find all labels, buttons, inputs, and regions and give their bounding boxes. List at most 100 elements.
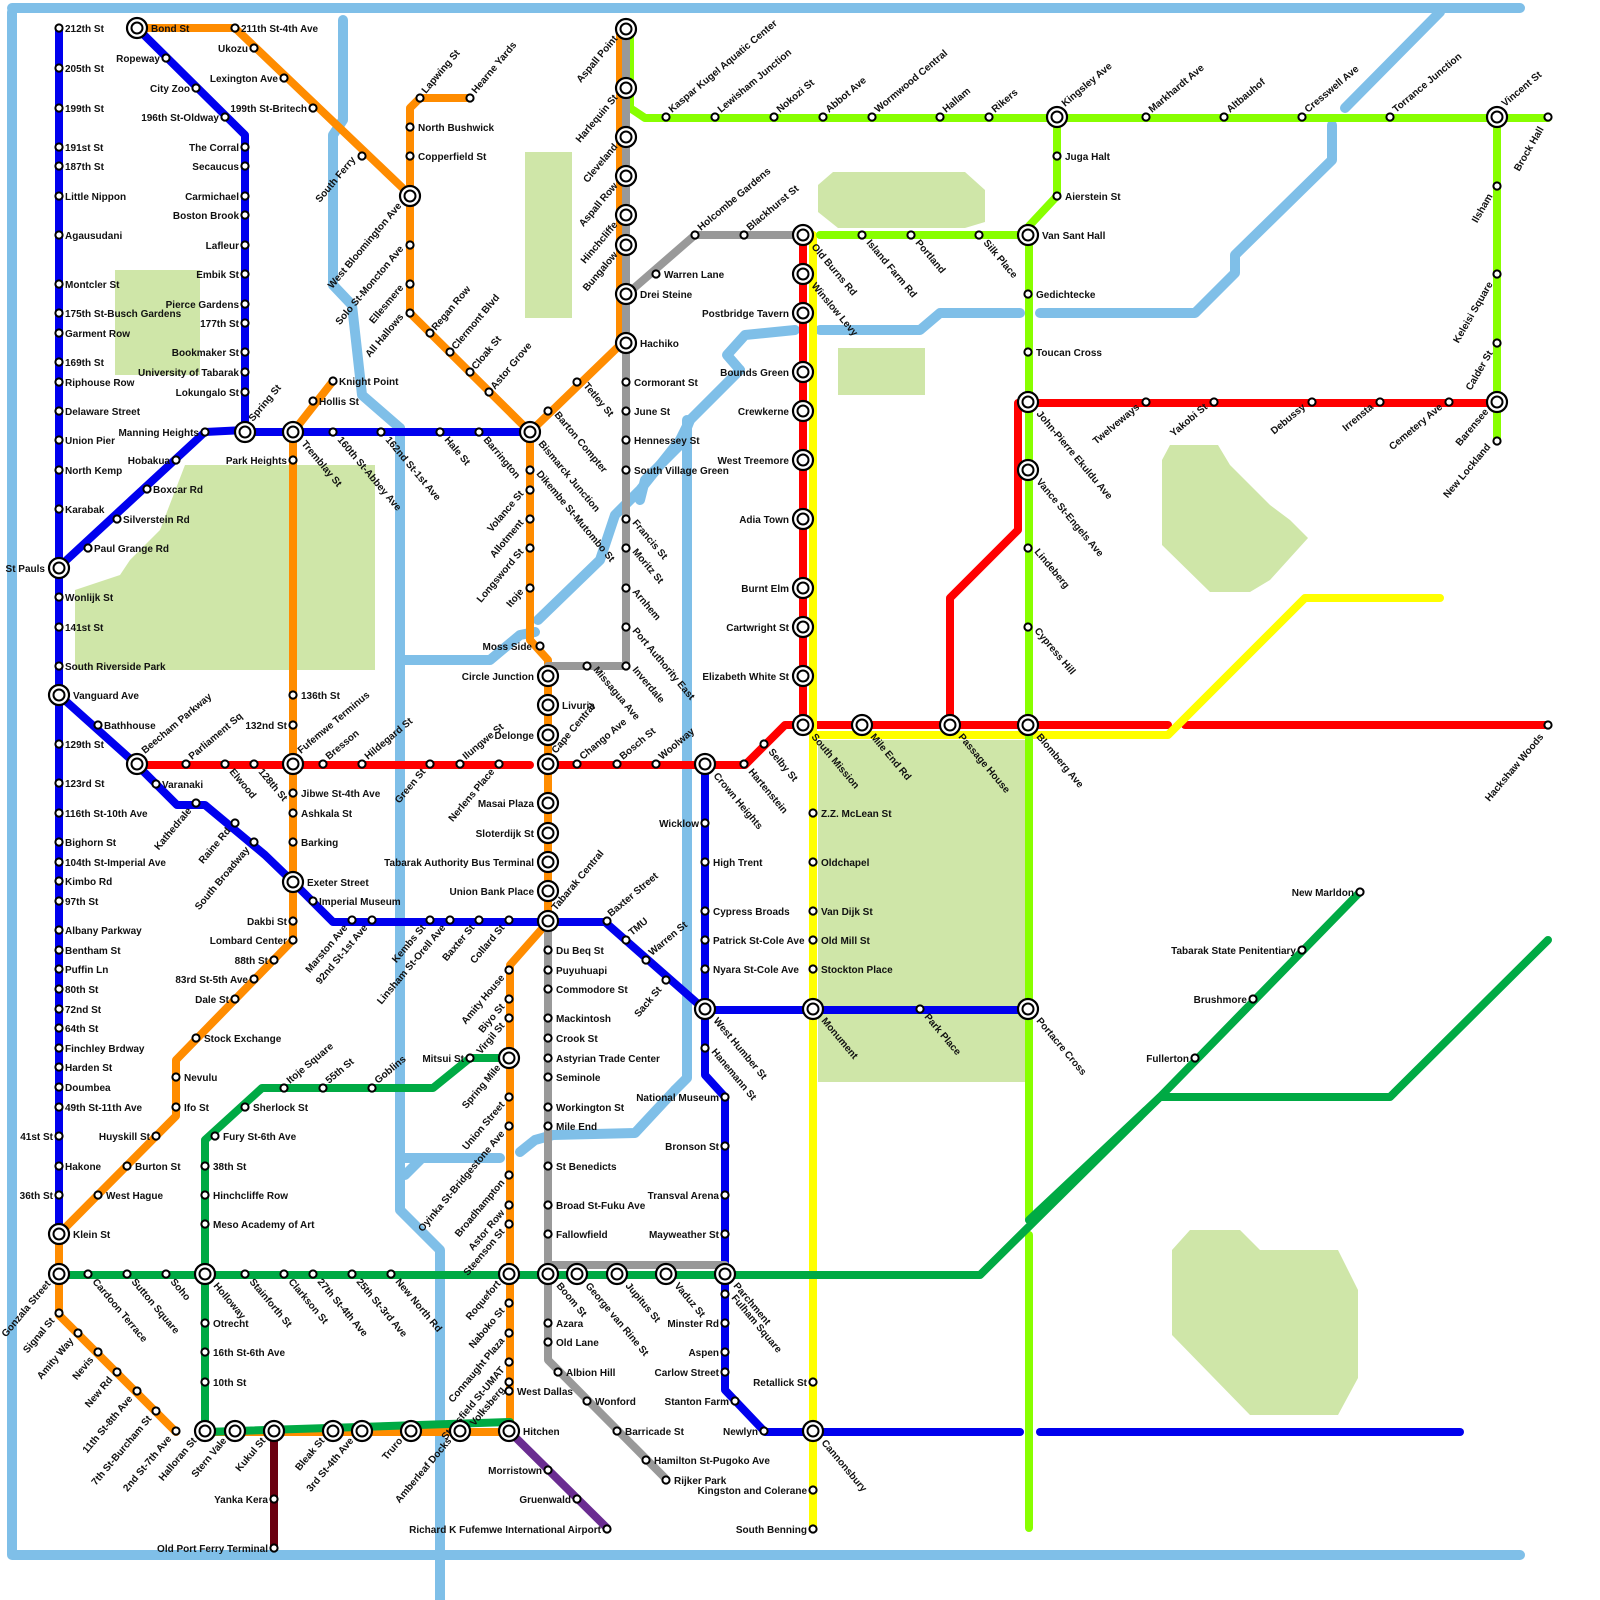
station-marker[interactable] xyxy=(201,1220,208,1227)
station-marker[interactable] xyxy=(348,1270,355,1277)
station-marker[interactable] xyxy=(544,1034,551,1041)
station-union-bank[interactable]: Union Bank Place xyxy=(450,881,558,901)
station-marker[interactable] xyxy=(526,466,533,473)
station-adia-town[interactable]: Adia Town xyxy=(739,509,813,529)
station-albany[interactable]: Albany Parkway xyxy=(55,926,142,937)
station-marker[interactable] xyxy=(55,1132,62,1139)
station-marker[interactable] xyxy=(289,936,296,943)
station-marker[interactable] xyxy=(55,1309,62,1316)
station-national-museum[interactable]: National Museum xyxy=(636,1093,728,1104)
station-marker[interactable] xyxy=(162,54,169,61)
station-marker[interactable] xyxy=(426,329,433,336)
station-marker[interactable] xyxy=(55,623,62,630)
station-tabarak-bus[interactable]: Tabarak Authority Bus Terminal xyxy=(384,852,558,872)
station-secaucus[interactable]: Secaucus xyxy=(192,162,248,173)
station-marker[interactable] xyxy=(280,74,287,81)
station-brock-hall[interactable]: Brock Hall xyxy=(1512,113,1551,173)
station-garment[interactable]: Garment Row xyxy=(55,329,130,340)
station-marker[interactable] xyxy=(573,378,580,385)
station-marker[interactable] xyxy=(613,760,620,767)
station-marker[interactable] xyxy=(123,1270,130,1277)
station-burnt-elm[interactable]: Burnt Elm xyxy=(741,578,813,598)
station-marker[interactable] xyxy=(622,584,629,591)
station-marker[interactable] xyxy=(544,1466,551,1473)
station-marker[interactable] xyxy=(526,486,533,493)
station-marker[interactable] xyxy=(1024,623,1031,630)
station-marker[interactable] xyxy=(241,211,248,218)
station-marker[interactable] xyxy=(113,515,120,522)
station-marker[interactable] xyxy=(505,1358,512,1365)
station-marker[interactable] xyxy=(1445,398,1452,405)
station-marker[interactable] xyxy=(55,877,62,884)
station-marker[interactable] xyxy=(526,584,533,591)
station-wonlijk[interactable]: Wonlijk St xyxy=(55,593,113,604)
station-stainforth[interactable]: Stainforth St xyxy=(241,1270,294,1330)
station-marker[interactable] xyxy=(1024,544,1031,551)
station-marker[interactable] xyxy=(270,956,277,963)
station-marker[interactable] xyxy=(55,358,62,365)
station-marker[interactable] xyxy=(907,231,914,238)
station-marker[interactable] xyxy=(55,1191,62,1198)
station-marker[interactable] xyxy=(505,1201,512,1208)
station-bighorn[interactable]: Bighorn St xyxy=(55,838,116,849)
station-marker[interactable] xyxy=(280,1084,287,1091)
station-marker[interactable] xyxy=(721,1348,728,1355)
station-baxter-street[interactable]: Baxter Street xyxy=(603,870,661,924)
station-carmichael[interactable]: Carmichael xyxy=(185,192,249,203)
station-selby[interactable]: Selby St xyxy=(760,740,800,784)
station-marker[interactable] xyxy=(84,544,91,551)
station-marker[interactable] xyxy=(466,368,473,375)
station-marker[interactable] xyxy=(319,1084,326,1091)
station-marker[interactable] xyxy=(809,1525,816,1532)
station-marker[interactable] xyxy=(55,407,62,414)
station-marker[interactable] xyxy=(250,44,257,51)
station-136th[interactable]: 136th St xyxy=(289,691,340,702)
station-hildegard[interactable]: Hildegard St xyxy=(358,716,415,768)
station-marker[interactable] xyxy=(544,1230,551,1237)
station-marker[interactable] xyxy=(55,1044,62,1051)
station-marker[interactable] xyxy=(55,192,62,199)
station-marker[interactable] xyxy=(809,965,816,972)
station-marker[interactable] xyxy=(55,1063,62,1070)
station-marker[interactable] xyxy=(55,965,62,972)
station-manning[interactable]: Manning Heights xyxy=(118,428,208,439)
station-marker[interactable] xyxy=(231,819,238,826)
station-retallick[interactable]: Retallick St xyxy=(753,1378,817,1389)
station-marker[interactable] xyxy=(133,1387,140,1394)
station-marker[interactable] xyxy=(544,946,551,953)
station-meso[interactable]: Meso Academy of Art xyxy=(201,1220,315,1231)
station-marker[interactable] xyxy=(241,368,248,375)
station-marker[interactable] xyxy=(406,309,413,316)
station-montcler[interactable]: Montcler St xyxy=(55,280,120,291)
station-marker[interactable] xyxy=(1053,152,1060,159)
station-marker[interactable] xyxy=(241,270,248,277)
station-marker[interactable] xyxy=(809,1486,816,1493)
lime-line-segment[interactable] xyxy=(1029,118,1057,1220)
station-marker[interactable] xyxy=(201,1191,208,1198)
station-marker[interactable] xyxy=(55,838,62,845)
station-hackshaw[interactable]: Hackshaw Woods xyxy=(1483,721,1551,804)
station-marker[interactable] xyxy=(406,241,413,248)
station-marker[interactable] xyxy=(309,397,316,404)
station-marker[interactable] xyxy=(740,760,747,767)
station-marker[interactable] xyxy=(701,858,708,865)
station-marker[interactable] xyxy=(152,780,159,787)
station-nerlens[interactable]: Nerlens Place xyxy=(447,760,503,824)
station-lombard[interactable]: Lombard Center xyxy=(210,936,297,947)
station-lexington[interactable]: Lexington Ave xyxy=(210,74,288,85)
station-patrick[interactable]: Patrick St-Cole Ave xyxy=(701,936,805,947)
station-gedichtecke[interactable]: Gedichtecke xyxy=(1024,290,1096,301)
station-bathhouse[interactable]: Bathhouse xyxy=(94,721,156,732)
station-marker[interactable] xyxy=(270,1495,277,1502)
station-crewkerne[interactable]: Crewkerne xyxy=(738,401,813,421)
station-jibwe[interactable]: Jibwe St-4th Ave xyxy=(289,789,380,800)
station-marker[interactable] xyxy=(819,113,826,120)
station-marker[interactable] xyxy=(985,113,992,120)
station-marker[interactable] xyxy=(446,916,453,923)
station-marker[interactable] xyxy=(526,544,533,551)
station-hamilton[interactable]: Hamilton St-Pugoko Ave xyxy=(642,1456,770,1467)
station-cartwright[interactable]: Cartwright St xyxy=(726,617,813,637)
station-marker[interactable] xyxy=(505,1378,512,1385)
station-marker[interactable] xyxy=(231,995,238,1002)
station-marker[interactable] xyxy=(377,428,384,435)
